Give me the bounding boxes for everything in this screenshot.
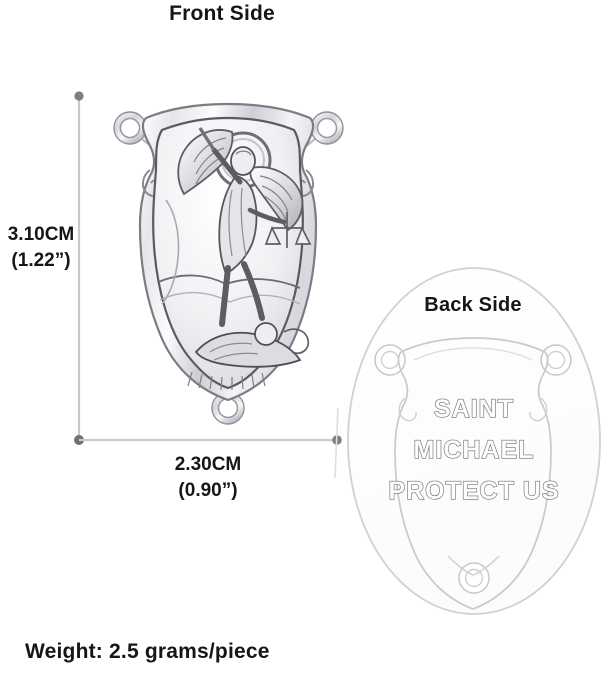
- engraving-line-1: SAINT: [434, 395, 514, 423]
- width-value-cm: 2.30CM: [174, 454, 242, 475]
- width-value-inch: (0.90”): [178, 480, 238, 501]
- back-ring-top-right: [540, 344, 572, 376]
- width-line-right-marker: [332, 435, 342, 445]
- height-value-inch: (1.22”): [11, 250, 71, 271]
- archangel-torso: [218, 175, 258, 276]
- width-extension-tick: [334, 407, 339, 479]
- scales-of-justice: [264, 212, 312, 248]
- back-shield-outline: [394, 337, 552, 610]
- height-value-cm: 3.10CM: [7, 224, 75, 245]
- back-shield-neck: [447, 555, 500, 576]
- dimension-corner-marker: [74, 435, 84, 445]
- engraving-line-2: MICHAEL: [414, 436, 535, 464]
- back-side-title: Back Side: [424, 294, 522, 316]
- dragon-figure: [194, 322, 310, 368]
- back-side-oval-frame: [347, 267, 601, 615]
- back-scroll-left: [398, 397, 417, 422]
- height-line-top-marker: [74, 91, 84, 101]
- archangel-leg-right: [241, 261, 265, 321]
- archangel-head: [230, 146, 256, 176]
- archangel-halo-inner: [221, 138, 265, 182]
- archangel-hair: [235, 150, 252, 156]
- engraving-line-3: PROTECT US: [388, 477, 559, 505]
- archangel-arm-raised: [211, 147, 243, 185]
- medal-ring-top-left: [113, 111, 159, 153]
- archangel-halo: [214, 131, 272, 189]
- archangel-sword: [198, 127, 216, 151]
- front-medal-artwork: [113, 102, 344, 425]
- height-dimension-label: 3.10CM (1.22”): [0, 222, 86, 274]
- medal-ring-top-right: [298, 111, 344, 153]
- back-ring-bottom: [458, 562, 490, 594]
- archangel-robe-folds: [228, 187, 247, 257]
- dimension-lines: [74, 91, 342, 479]
- medal-ring-bottom: [211, 391, 245, 425]
- medal-base-hatching: [187, 371, 266, 391]
- back-medal-artwork: SAINT MICHAEL PROTECT US: [347, 267, 601, 615]
- medal-ground-line: [157, 274, 301, 289]
- archangel-wing-right: [249, 166, 304, 232]
- front-side-title: Front Side: [169, 2, 275, 25]
- weight-label: Weight: 2.5 grams/piece: [25, 640, 270, 663]
- medal-rock-shading: [161, 199, 180, 305]
- dragon-head: [254, 322, 278, 346]
- back-ring-top-left: [374, 344, 406, 376]
- wing-left-feathers: [193, 137, 227, 185]
- back-shield-inner-rim: [413, 347, 533, 361]
- medal-ground-shade: [159, 291, 301, 305]
- archangel-arm-lower: [247, 207, 287, 225]
- back-scroll-right: [529, 397, 548, 422]
- dragon-tail: [283, 328, 310, 355]
- archangel-leg-left: [219, 265, 231, 327]
- medal-shield-body: [138, 102, 318, 402]
- width-dimension-label: 2.30CM (0.90”): [118, 452, 298, 504]
- medal-scroll-left: [142, 169, 165, 197]
- archangel-wing-left: [177, 129, 234, 196]
- medal-scroll-right: [291, 169, 314, 197]
- wing-right-feathers: [259, 175, 293, 221]
- medal-inner-field: [152, 116, 304, 390]
